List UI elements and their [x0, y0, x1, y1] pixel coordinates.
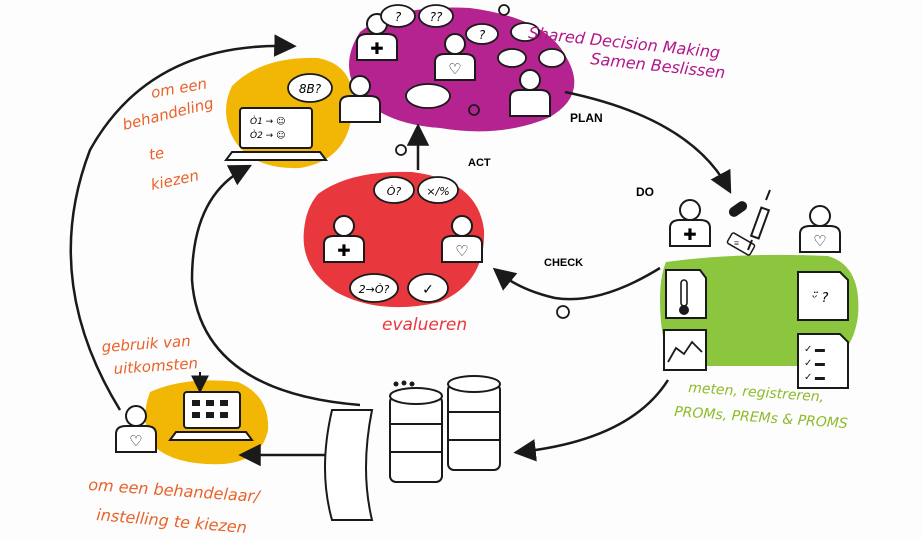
heart-icon: ♡	[129, 434, 142, 450]
bubble-text: ?	[395, 10, 402, 24]
note-line: uitkomsten	[113, 354, 199, 378]
pill-label: ≡	[734, 238, 739, 248]
note-line: PROMs, PREMs & PROMS	[674, 404, 849, 432]
note-line: kiezen	[149, 166, 200, 194]
svg-text:✓ ▬: ✓ ▬	[804, 344, 825, 355]
bubble-text: ??	[430, 10, 443, 24]
svg-text:✓ ▬: ✓ ▬	[804, 358, 825, 369]
graph-icon	[667, 340, 703, 363]
label-plan: PLAN	[570, 111, 603, 125]
speech-dots	[393, 380, 415, 387]
bubble-text: Ò?	[387, 185, 402, 198]
document-icon	[663, 269, 849, 389]
sheet-face: ᵕ̈ ?	[812, 291, 829, 306]
laptop-row: Ò1 → ☺	[250, 115, 285, 127]
heart-icon: ♡	[813, 234, 826, 250]
label-do: DO	[636, 185, 654, 199]
note-line: instelling te kiezen	[96, 505, 248, 537]
arrow-plan-do	[564, 90, 732, 194]
note-line: te	[148, 144, 166, 164]
arrow-inner-loop	[190, 164, 361, 407]
checklist-icon: ✓ ▬ ✓ ▬ ✓ ▬	[804, 344, 825, 383]
laptop-grid-icon	[192, 400, 228, 418]
cross-icon: ✚	[370, 41, 383, 58]
pill-icon	[726, 201, 756, 256]
clock-icon	[395, 4, 570, 319]
note-line: behandeling	[121, 94, 216, 134]
arrow-measure-db	[513, 379, 670, 462]
thermometer-icon	[679, 279, 689, 315]
bubble-text: ?	[479, 28, 486, 42]
syringe-icon	[747, 189, 771, 251]
cross-icon: ✚	[683, 227, 696, 244]
arrow-outer-loop	[69, 34, 297, 411]
red-blob	[303, 171, 485, 308]
bubble-text: 8B?	[299, 82, 322, 96]
bubble-text: 2→Ò?	[359, 283, 390, 296]
bubble-text: ✓	[422, 282, 434, 298]
speech-bubble	[349, 176, 459, 303]
laptop-icon	[224, 107, 328, 161]
speech-bubble	[287, 4, 566, 109]
note-choose-provider: om een behandelaar/ instelling te kiezen	[88, 475, 262, 537]
arrow-check-eval	[492, 266, 661, 301]
heart-icon: ♡	[448, 62, 461, 78]
database-icon	[324, 375, 501, 521]
bubble-text: ×/%	[426, 185, 449, 198]
label-act: ACT	[468, 157, 491, 169]
note-use-outcomes: gebruik van uitkomsten	[101, 332, 199, 378]
label-check: CHECK	[544, 257, 583, 269]
note-line: om een behandelaar/	[88, 475, 262, 506]
svg-text:✓ ▬: ✓ ▬	[804, 372, 825, 383]
note-line: gebruik van	[101, 332, 191, 356]
laptop-row: Ò2 → ☺	[250, 129, 285, 141]
note-evaluate: evalueren	[382, 315, 467, 335]
cross-icon: ✚	[337, 243, 350, 260]
heart-icon: ♡	[455, 244, 468, 260]
